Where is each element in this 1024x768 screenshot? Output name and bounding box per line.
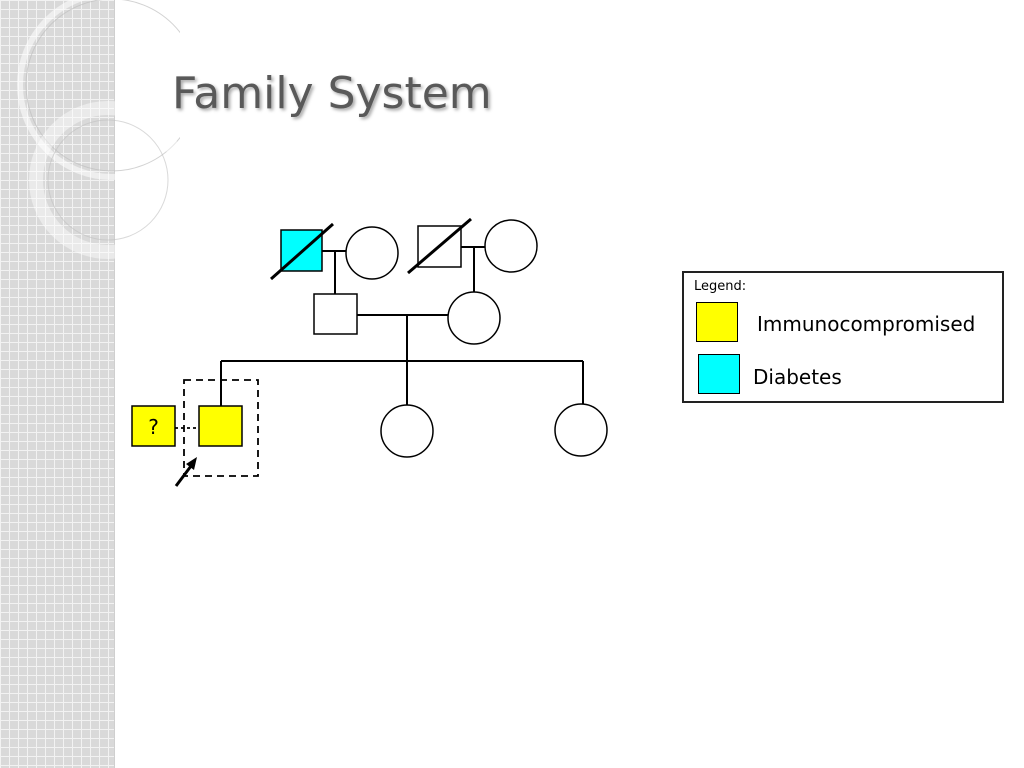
deceased-slash [407,217,472,275]
unknown-partner-label: ? [148,415,159,439]
unknown-partner [131,405,176,447]
grandfather-maternal-deceased [407,217,472,275]
deceased-slash [270,222,334,281]
legend-swatch-immunocompromised [696,302,738,342]
proband-male-immunocompromised [198,405,243,447]
legend-label-immunocompromised: Immunocompromised [757,312,976,336]
sister-1 [380,404,434,458]
legend-label-diabetes: Diabetes [753,365,842,389]
sidebar-pattern [0,0,115,768]
legend-box: Legend: Immunocompromised Diabetes [682,271,1004,403]
slide-title: Family System [172,68,492,119]
legend-title: Legend: [694,279,747,294]
father [313,293,358,335]
proband-arrow-icon [174,457,197,487]
legend-swatch-diabetes [698,354,740,394]
grandmother-paternal [345,226,399,280]
mother [447,291,501,345]
sister-2 [554,403,608,457]
sidebar-decorative-rings [17,0,180,259]
grandmother-maternal [484,219,538,273]
